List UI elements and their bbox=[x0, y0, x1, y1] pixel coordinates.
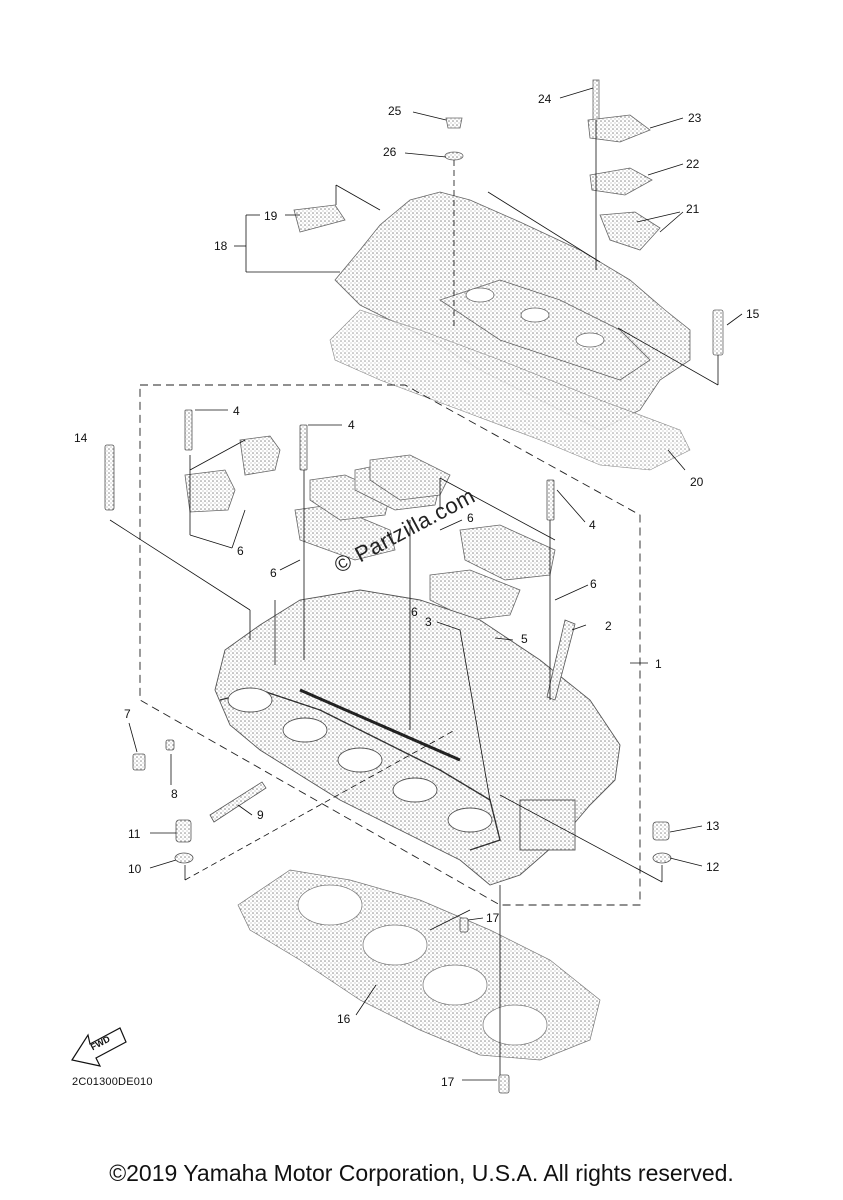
callout-12: 12 bbox=[706, 860, 720, 874]
callout-5: 5 bbox=[521, 632, 528, 646]
callout-15: 15 bbox=[746, 307, 760, 321]
callout-6d: 6 bbox=[590, 577, 597, 591]
callout-22: 22 bbox=[686, 157, 700, 171]
callout-23: 23 bbox=[688, 111, 702, 125]
callout-4c: 4 bbox=[589, 518, 596, 532]
fwd-arrow-icon bbox=[71, 1027, 127, 1067]
copyright-notice: ©2019 Yamaha Motor Corporation, U.S.A. A… bbox=[109, 1160, 734, 1186]
callout-17b: 17 bbox=[441, 1075, 455, 1089]
callout-24: 24 bbox=[538, 92, 552, 106]
callout-2: 2 bbox=[605, 619, 612, 633]
callout-9: 9 bbox=[257, 808, 264, 822]
callout-19: 19 bbox=[264, 209, 278, 223]
callout-6a: 6 bbox=[237, 544, 244, 558]
callout-26: 26 bbox=[383, 145, 397, 159]
callout-10: 10 bbox=[128, 862, 142, 876]
callout-4a: 4 bbox=[233, 404, 240, 418]
callout-6e: 6 bbox=[411, 605, 418, 619]
callout-7: 7 bbox=[124, 707, 131, 721]
callout-14: 14 bbox=[74, 431, 88, 445]
callout-25: 25 bbox=[388, 104, 402, 118]
callout-4b: 4 bbox=[348, 418, 355, 432]
callout-17a: 17 bbox=[486, 911, 500, 925]
cylinder-head bbox=[214, 589, 621, 886]
head-small-parts bbox=[104, 409, 672, 1094]
head-gasket bbox=[237, 869, 601, 1061]
callout-11: 11 bbox=[128, 827, 141, 841]
callout-21: 21 bbox=[686, 202, 700, 216]
callout-3: 3 bbox=[425, 615, 432, 629]
camshaft-caps bbox=[184, 435, 556, 621]
callout-16: 16 bbox=[337, 1012, 351, 1026]
callout-6c: 6 bbox=[467, 511, 474, 525]
leader-lines bbox=[109, 87, 743, 1081]
cover-small-parts bbox=[293, 79, 724, 356]
callout-8: 8 bbox=[171, 787, 178, 801]
callout-13: 13 bbox=[706, 819, 720, 833]
callout-18: 18 bbox=[214, 239, 228, 253]
callout-6b: 6 bbox=[270, 566, 277, 580]
callout-1: 1 bbox=[655, 657, 662, 671]
callout-20: 20 bbox=[690, 475, 704, 489]
assembly-1-dashed-box bbox=[139, 384, 641, 906]
diagram-code: 2C01300DE010 bbox=[72, 1076, 153, 1088]
cylinder-head-cover bbox=[334, 191, 691, 431]
